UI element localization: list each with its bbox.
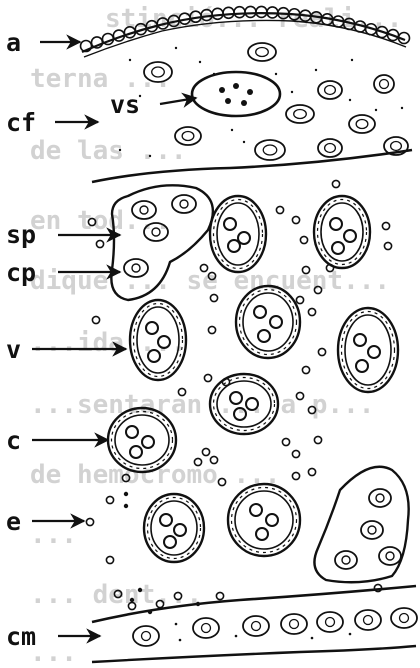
connective-cell (286, 105, 314, 123)
erythrocyte (302, 366, 309, 373)
epithelial-cell (245, 6, 256, 17)
lobules (108, 185, 409, 582)
lobule (314, 196, 370, 268)
erythrocyte (216, 592, 223, 599)
erythrocyte (332, 180, 339, 187)
erythrocyte (292, 450, 299, 457)
label-cm: cm (6, 624, 36, 649)
erythrocyte (156, 600, 163, 607)
erythrocyte (292, 472, 299, 479)
lobule (236, 286, 300, 358)
connective-cell (248, 43, 276, 61)
connective-cell (374, 75, 394, 93)
erythrocyte (382, 222, 389, 229)
erythrocyte (314, 436, 321, 443)
label-e: e (6, 509, 21, 534)
connective-cell (349, 115, 375, 133)
erythrocyte (114, 590, 121, 597)
erythrocyte (308, 468, 315, 475)
erythrocyte (276, 206, 283, 213)
erythrocyte (208, 326, 215, 333)
bottom-cell (391, 608, 417, 628)
bottom-cell (317, 612, 343, 632)
bottom-cell (193, 618, 219, 638)
label-cp: cp (6, 260, 36, 285)
lobule (210, 374, 278, 434)
bottom-cells (133, 608, 417, 646)
lobule (228, 484, 300, 556)
bottom-cell (281, 614, 307, 634)
erythrocyte (194, 458, 201, 465)
erythrocyte (296, 392, 303, 399)
erythrocyte (308, 308, 315, 315)
erythrocyte (204, 374, 211, 381)
erythrocyte (296, 296, 303, 303)
connective-tissue-cells (119, 43, 408, 160)
connective-cell (175, 127, 201, 145)
erythrocyte (318, 348, 325, 355)
bottom-line (92, 646, 416, 662)
epithelium-layer (82, 13, 406, 57)
erythrocyte (210, 294, 217, 301)
erythrocyte (202, 448, 209, 455)
erythrocyte (122, 474, 129, 481)
connective-cell (255, 140, 285, 160)
erythrocyte (92, 316, 99, 323)
erythrocyte (106, 556, 113, 563)
erythrocyte (218, 478, 225, 485)
erythrocyte (178, 388, 185, 395)
connective-cell (318, 139, 342, 157)
bottom-cell (355, 610, 381, 630)
erythrocyte (300, 236, 307, 243)
small-vessel (192, 72, 280, 116)
label-v: v (6, 337, 21, 362)
label-c: c (6, 428, 21, 453)
bottom-cell (243, 616, 269, 636)
bottom-cell (133, 626, 159, 646)
erythrocyte (128, 602, 135, 609)
erythrocyte (88, 218, 95, 225)
erythrocyte (208, 272, 215, 279)
label-cf: cf (6, 110, 36, 135)
secretory-portion (111, 185, 213, 300)
epithelial-cell (234, 7, 245, 18)
erythrocyte (86, 518, 93, 525)
erythrocyte (384, 242, 391, 249)
epithelial-cell (223, 7, 234, 18)
connective-cell (318, 81, 342, 99)
epithelial-cells (81, 6, 410, 51)
erythrocyte (302, 266, 309, 273)
epithelial-cell (256, 6, 267, 17)
erythrocyte (314, 286, 321, 293)
erythrocyte (106, 496, 113, 503)
lobule (210, 196, 266, 272)
erythrocyte (308, 406, 315, 413)
erythrocyte (292, 216, 299, 223)
erythrocyte (96, 240, 103, 247)
connective-cell (144, 62, 172, 82)
erythrocyte (282, 438, 289, 445)
label-vs: vs (110, 92, 140, 117)
label-sp: sp (6, 222, 36, 247)
erythrocyte (200, 264, 207, 271)
erythrocyte (174, 592, 181, 599)
connective-boundary-line (92, 150, 412, 182)
erythrocyte (210, 456, 217, 463)
label-a: a (6, 30, 21, 55)
